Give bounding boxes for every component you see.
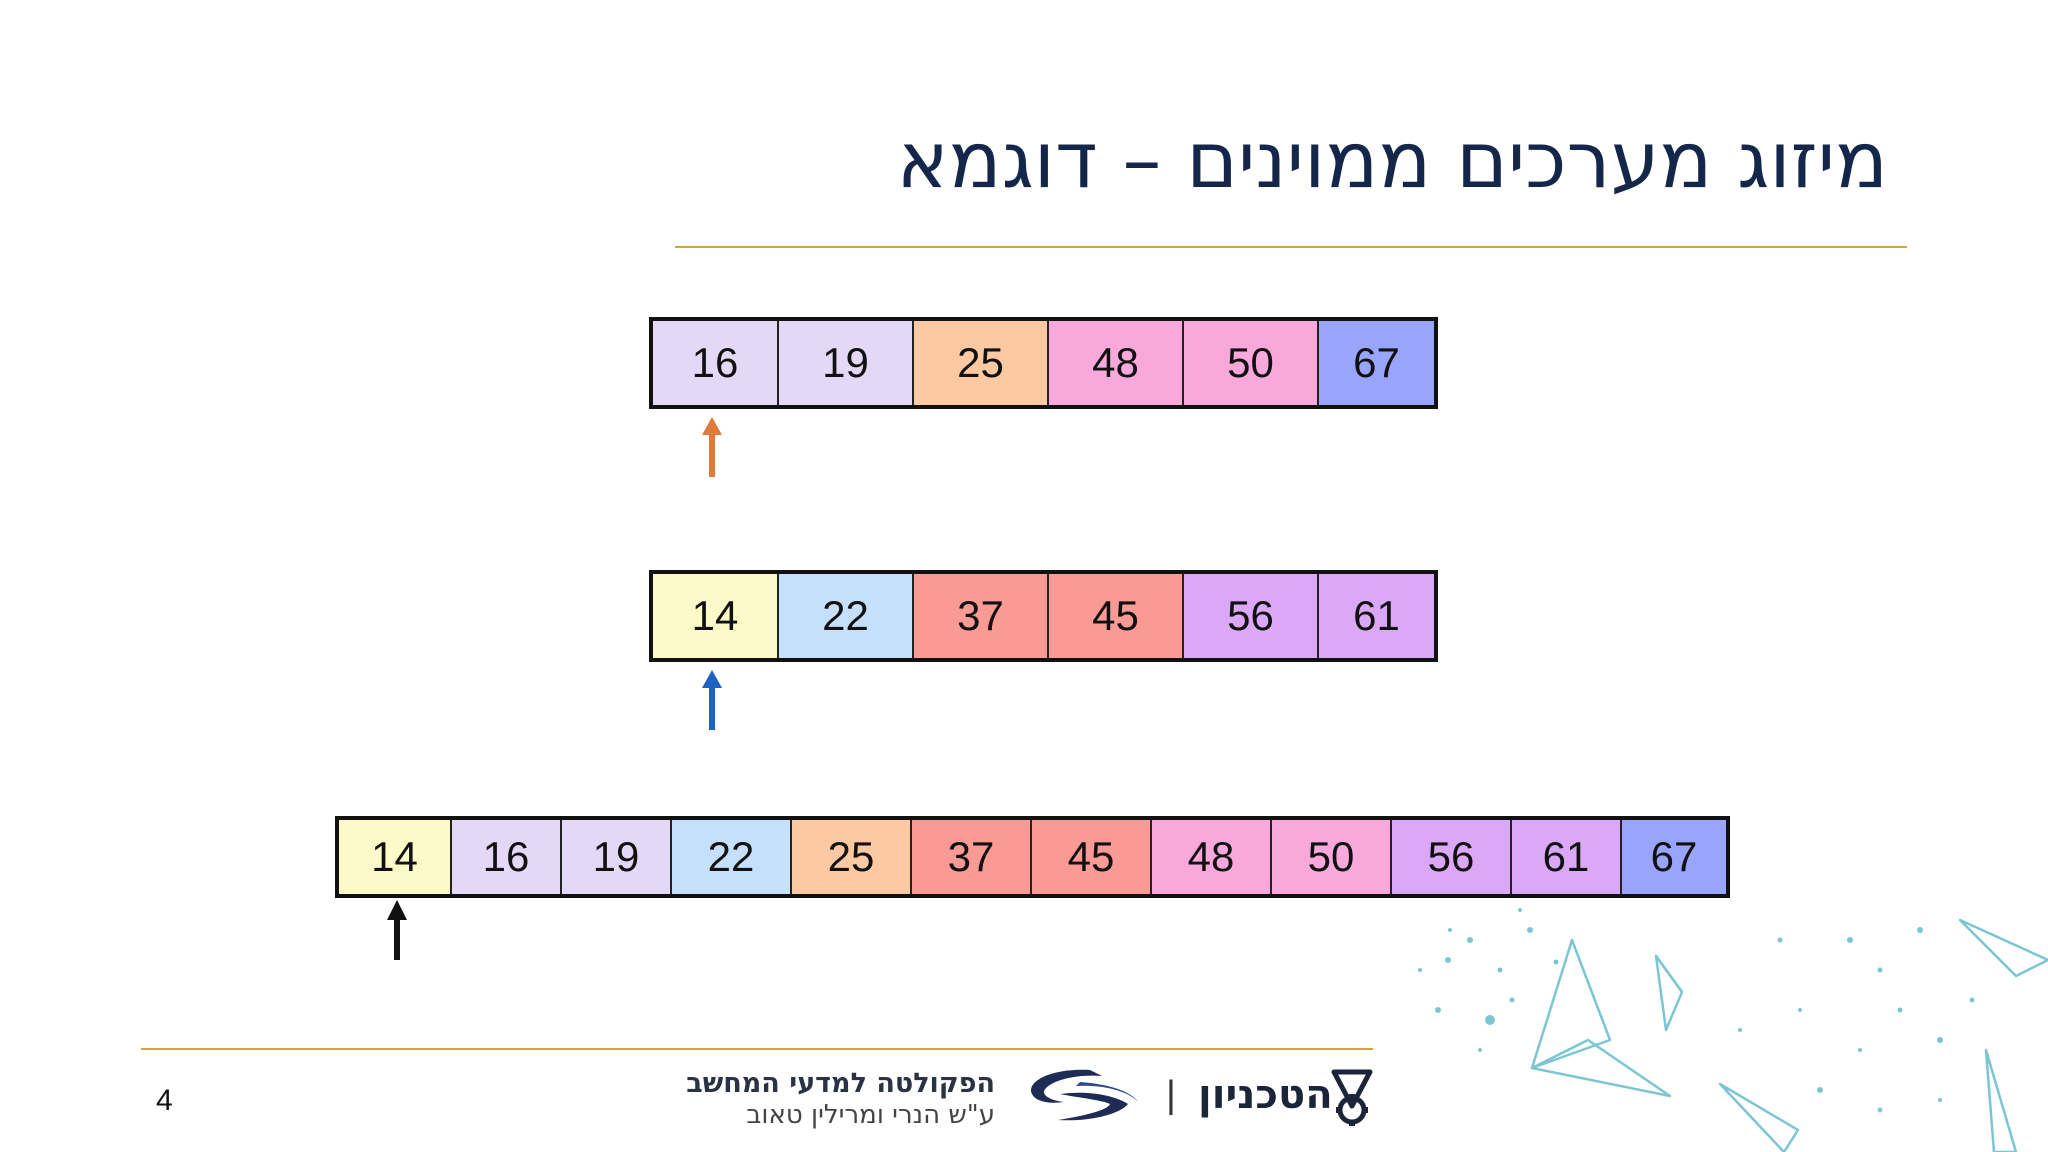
merged-cell: 50 — [1270, 820, 1390, 894]
decorative-network-graphic — [1418, 908, 2048, 1152]
array-b-cell: 56 — [1182, 574, 1317, 658]
array-b-cell: 61 — [1317, 574, 1434, 658]
merged-cell: 67 — [1620, 820, 1726, 894]
faculty-logo-icon — [1031, 1069, 1138, 1121]
merged-cell: 56 — [1390, 820, 1510, 894]
array-b-cell: 22 — [777, 574, 912, 658]
array-a-cell: 25 — [912, 321, 1047, 405]
pointer-a-head — [702, 417, 722, 435]
technion-logo-icon — [1331, 1069, 1373, 1126]
pointer-merged-head — [387, 900, 407, 920]
array-a-cell: 16 — [653, 321, 777, 405]
merged-cell: 61 — [1510, 820, 1620, 894]
faculty-name: הפקולטה למדעי המחשב — [686, 1068, 995, 1099]
pointer-b-head — [702, 670, 722, 688]
pointer-arrow-a-icon — [702, 417, 722, 477]
array-b: 14 22 37 45 56 61 — [649, 570, 1438, 662]
array-b-cell: 37 — [912, 574, 1047, 658]
footer-rule — [141, 1048, 1373, 1050]
array-a-cell: 48 — [1047, 321, 1182, 405]
slide-title: מיזוג מערכים ממוינים – דוגמא — [896, 116, 1888, 206]
merged-cell: 37 — [910, 820, 1030, 894]
pointer-arrow-b-icon — [702, 670, 722, 730]
array-b-cell: 14 — [653, 574, 777, 658]
page-number: 4 — [156, 1084, 173, 1117]
array-b-cell: 45 — [1047, 574, 1182, 658]
pointer-b-shaft — [709, 686, 715, 730]
merged-cell: 19 — [560, 820, 670, 894]
merged-cell: 25 — [790, 820, 910, 894]
merged-cell: 14 — [339, 820, 450, 894]
merged-cell: 22 — [670, 820, 790, 894]
pointer-merged-shaft — [394, 918, 400, 960]
array-a-cell: 19 — [777, 321, 912, 405]
merged-cell: 48 — [1150, 820, 1270, 894]
logo-separator: | — [1166, 1074, 1176, 1116]
title-underline — [675, 246, 1907, 248]
merged-array: 14 16 19 22 25 37 45 48 50 56 61 67 — [335, 816, 1730, 898]
array-a-cell: 67 — [1317, 321, 1434, 405]
pointer-arrow-merged-icon — [387, 900, 407, 960]
technion-name: הטכניון — [1198, 1072, 1333, 1118]
merged-cell: 45 — [1030, 820, 1150, 894]
pointer-a-shaft — [709, 433, 715, 477]
array-a: 16 19 25 48 50 67 — [649, 317, 1438, 409]
faculty-dedication: ע"ש הנרי ומרילין טאוב — [746, 1100, 995, 1130]
array-a-cell: 50 — [1182, 321, 1317, 405]
merged-cell: 16 — [450, 820, 560, 894]
